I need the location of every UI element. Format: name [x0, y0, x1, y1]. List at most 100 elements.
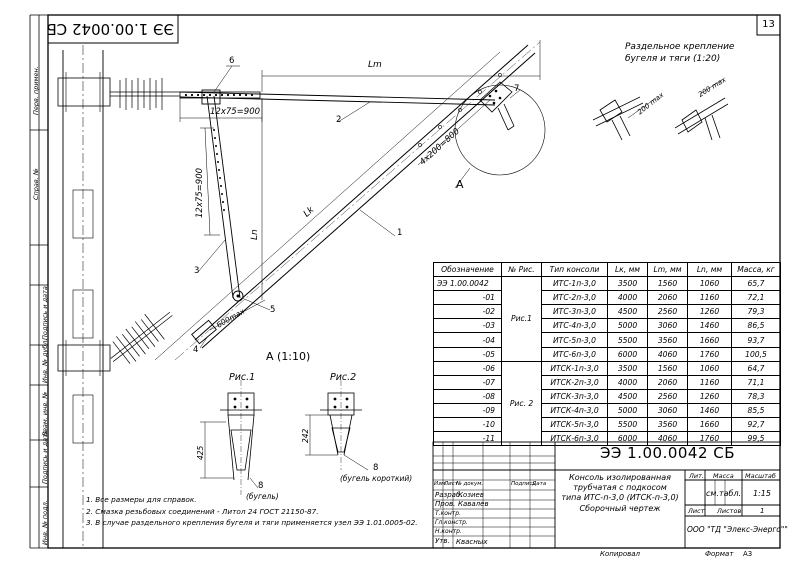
- spec-cell: 1160: [687, 290, 732, 306]
- table-row: -07 ИТСК-2п-3,0 4000 2060 1160 71,1: [433, 374, 781, 390]
- spec-cell: -06: [433, 360, 502, 376]
- table-row: -10 ИТСК-5п-3,0 5500 3560 1660 92,7: [433, 417, 781, 433]
- tb-role-checker: Пров.: [435, 500, 456, 508]
- spec-header-row: Обозначение № Рис. Тип консоли Lк, мм Lm…: [433, 261, 781, 278]
- doc-code-rotated: ЭЭ 1.00.0042 СБ: [46, 20, 174, 38]
- tb-company: ООО "ТД "Элекс-Энерго"": [687, 525, 788, 534]
- tb-role-chief-designer: Гл.констр.: [435, 519, 468, 526]
- spec-cell: 2060: [647, 290, 688, 306]
- tb-sheet-label: Лист: [688, 507, 705, 515]
- title-name-line-2: трубчатая с подкосом: [573, 483, 667, 492]
- spec-cell: 3500: [607, 360, 648, 376]
- detail-title-1: Раздельное крепление: [625, 42, 735, 52]
- table-row: -02 ИТС-3п-3,0 4500 2560 1260 79,3: [433, 304, 781, 320]
- page-number: 13: [762, 19, 775, 30]
- spec-cell: -01: [433, 290, 502, 306]
- table-row: ЭЭ 1.00.0042 Рис.1 ИТС-1п-3,0 3500 1560 …: [433, 276, 781, 362]
- footer-format: Формат: [705, 550, 734, 558]
- tb-col-sign: Подпись: [511, 481, 536, 487]
- spec-cell: ИТС-3п-3,0: [541, 304, 608, 320]
- spec-cell: -05: [433, 346, 502, 362]
- tb-col-date: Дата: [532, 481, 547, 487]
- spec-cell: -09: [433, 402, 502, 419]
- spec-cell: ИТС-2п-3,0: [541, 290, 608, 306]
- spec-cell: 4000: [607, 290, 648, 306]
- spec-cell: 2060: [647, 374, 688, 390]
- spec-cell: 1460: [687, 318, 732, 334]
- spec-cell: 1660: [687, 332, 732, 348]
- note-2: 2. Смазка резьбовых соединений - Литол 2…: [86, 506, 319, 516]
- title-name-line-3: типа ИТС-п-3,0 (ИТСК-п-3,0): [561, 493, 679, 502]
- tb-lit-label: Лит.: [689, 472, 704, 480]
- spec-cell: ИТСК-6п-3,0: [541, 431, 608, 447]
- callout-5: 5: [270, 305, 276, 315]
- spec-header: Обозначение: [433, 261, 502, 278]
- callout-8a: 8: [258, 481, 264, 491]
- table-row: -01 ИТС-2п-3,0 4000 2060 1160 72,1: [433, 290, 781, 306]
- spec-cell: 3060: [647, 318, 688, 334]
- spec-cell: 3560: [647, 332, 688, 348]
- strip-label-orig-inv: Инв. № подл.: [41, 500, 49, 545]
- spec-cell: 4500: [607, 388, 648, 404]
- tb-role-approved: Утв.: [435, 537, 450, 545]
- spec-cell: 1560: [647, 360, 688, 376]
- tb-scale-label: Масштаб: [745, 472, 776, 480]
- spec-cell: -04: [433, 332, 502, 348]
- table-row: -09 ИТСК-4п-3,0 5000 3060 1460 85,5: [433, 402, 781, 419]
- spec-cell: ИТС-5п-3,0: [541, 332, 608, 348]
- footer-copied: Копировал: [600, 550, 640, 558]
- notes-block: 1. Все размеры для справок. 2. Смазка ре…: [86, 494, 418, 529]
- tb-name-checker: Кавалев: [458, 500, 489, 508]
- table-row: -11 ИТСК-6п-3,0 6000 4060 1760 99,5: [433, 431, 781, 447]
- dim-ln: Ln: [250, 229, 260, 240]
- spec-header: № Рис.: [501, 261, 542, 278]
- spec-cell: 1060: [687, 360, 732, 376]
- spec-cell: 79,3: [731, 304, 781, 320]
- spec-header: Lm, мм: [647, 261, 688, 278]
- title-name-line-4: Сборочный чертеж: [579, 504, 661, 513]
- dim-12x75: 12x75=900: [210, 107, 261, 117]
- spec-cell: -11: [433, 431, 502, 447]
- spec-cell: -08: [433, 388, 502, 404]
- callout-8b-text: (бугель короткий): [340, 474, 413, 483]
- spec-cell: 1760: [687, 346, 732, 362]
- spec-cell: 85,5: [731, 402, 781, 419]
- tb-mass-value: см.табл.: [706, 489, 742, 498]
- spec-cell: ИТСК-5п-3,0: [541, 417, 608, 433]
- table-row: -06 Рис. 2 ИТСК-1п-3,0 3500 1560 1060 64…: [433, 360, 781, 447]
- spec-cell: 1060: [687, 276, 732, 292]
- fig1-label: Рис.1: [229, 372, 256, 383]
- spec-cell: -10: [433, 417, 502, 433]
- spec-cell: 3060: [647, 402, 688, 419]
- dim-242: 242: [301, 428, 310, 443]
- tb-mass-label: Масса: [713, 472, 734, 480]
- spec-cell: 4500: [607, 304, 648, 320]
- title-block-code: ЭЭ 1.00.0042 СБ: [599, 444, 736, 462]
- spec-cell: 5500: [607, 417, 648, 433]
- title-name-line-1: Консоль изолированная: [569, 473, 671, 482]
- table-row: -03 ИТС-4п-3,0 5000 3060 1460 86,5: [433, 318, 781, 334]
- spec-cell: 71,1: [731, 374, 781, 390]
- callout-7: 7: [514, 84, 520, 94]
- footer-format-value: А3: [743, 550, 753, 558]
- callout-8b: 8: [373, 463, 379, 473]
- callout-2: 2: [336, 115, 342, 125]
- spec-cell: 6000: [607, 346, 648, 362]
- note-3: 3. В случае раздельного крепления бугеля…: [86, 518, 418, 527]
- spec-header: Ln, мм: [687, 261, 732, 278]
- spec-cell: 5500: [607, 332, 648, 348]
- spec-cell: ИТСК-2п-3,0: [541, 374, 608, 390]
- note-1: 1. Все размеры для справок.: [86, 495, 197, 504]
- spec-cell: 5000: [607, 402, 648, 419]
- spec-cell: -03: [433, 318, 502, 334]
- spec-cell: 2560: [647, 304, 688, 320]
- table-row: -08 ИТСК-3п-3,0 4500 2560 1260 78,3: [433, 388, 781, 404]
- spec-cell: 1660: [687, 417, 732, 433]
- spec-table: Обозначение № Рис. Тип консоли Lк, мм Lm…: [433, 261, 781, 447]
- spec-cell: 93,7: [731, 332, 781, 348]
- spec-cell: 3500: [607, 276, 648, 292]
- spec-cell: ИТС-6п-3,0: [541, 346, 608, 362]
- callout-6: 6: [229, 56, 235, 66]
- spec-cell: 78,3: [731, 388, 781, 404]
